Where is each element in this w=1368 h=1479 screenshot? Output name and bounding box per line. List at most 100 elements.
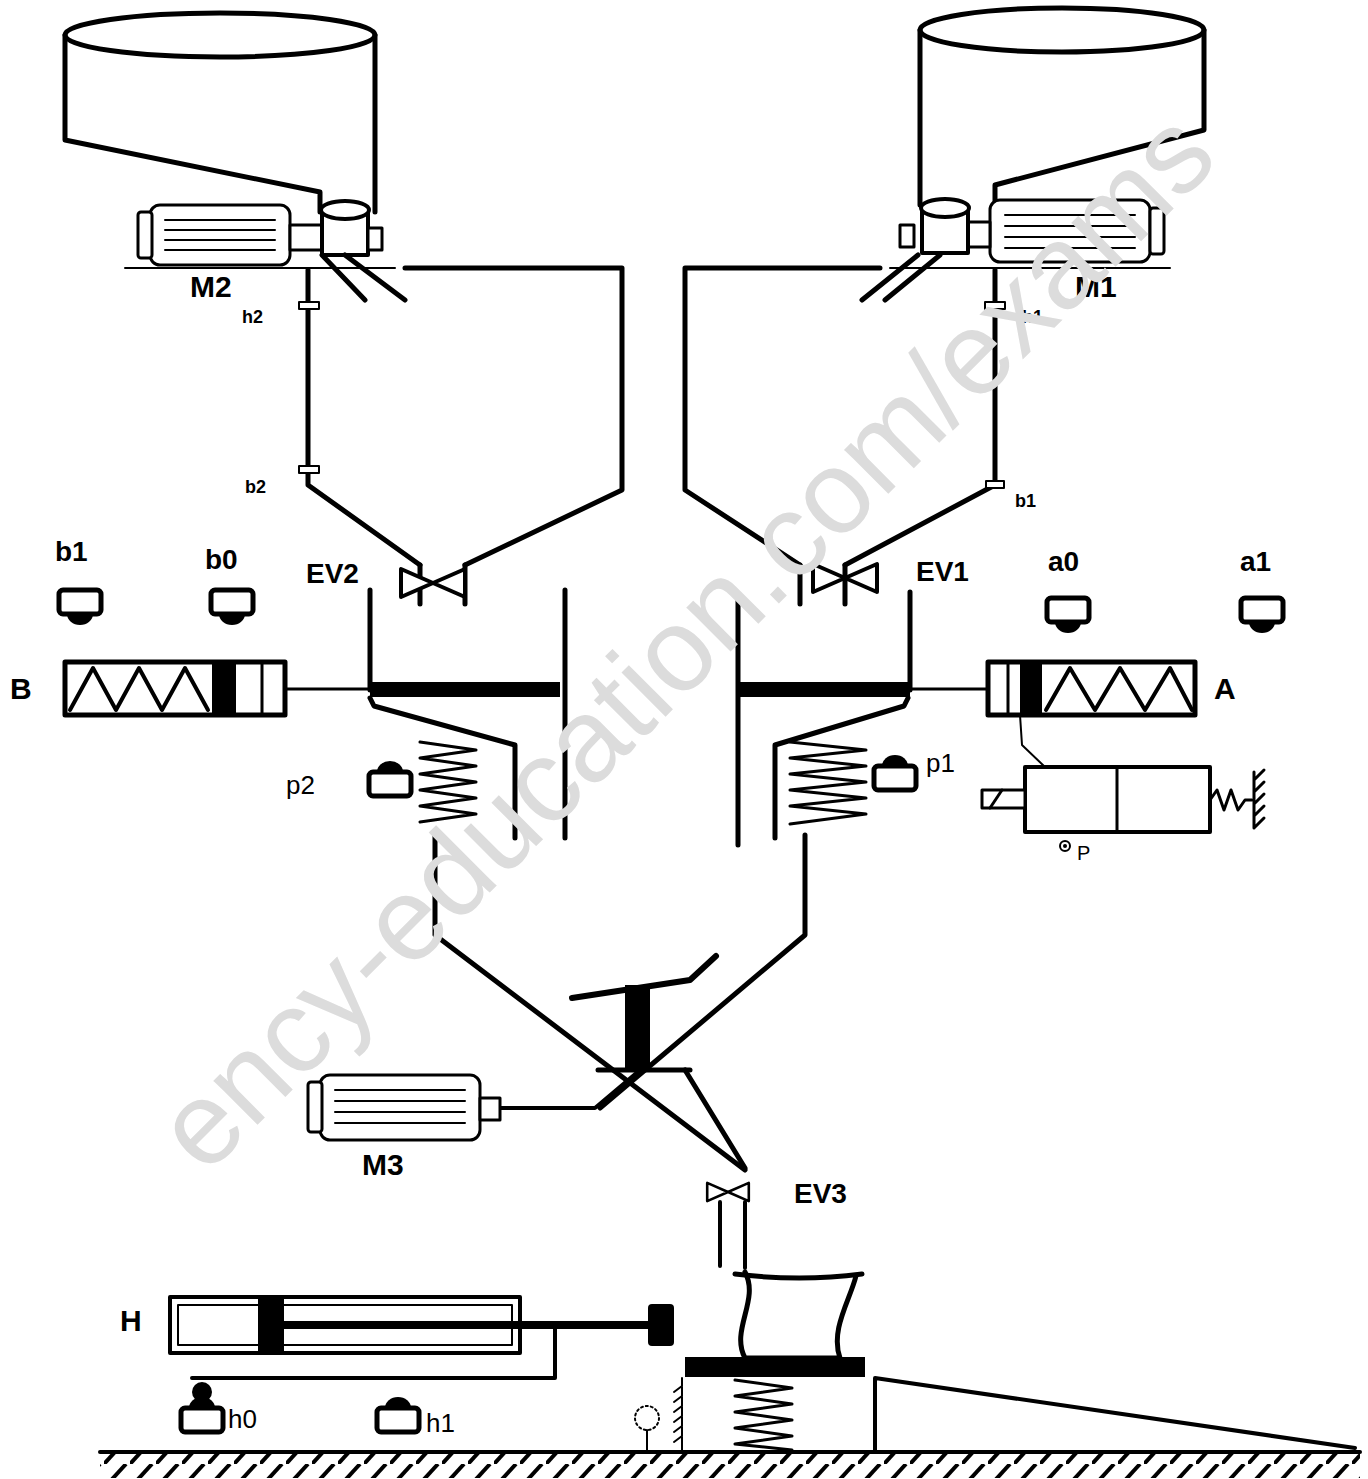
part-label: EV2 [306, 560, 359, 588]
watermark: ency-education.com/exams [135, 90, 1234, 1189]
piston [1020, 662, 1042, 715]
part-label: M1 [1075, 272, 1117, 302]
motor-fins [165, 220, 275, 250]
tank-outlet [321, 201, 369, 219]
chute [862, 255, 940, 300]
piston-rod [285, 688, 370, 691]
motor-body [150, 205, 290, 265]
part-label: h1 [1022, 308, 1043, 326]
distributor-valve [1025, 767, 1210, 832]
motor-cap [138, 212, 152, 258]
sensor-symbol [377, 1397, 419, 1432]
part-label: B [10, 674, 32, 704]
cup [741, 1272, 856, 1358]
part-label: p1 [926, 750, 955, 776]
spring [420, 742, 476, 822]
cylinder-divider [1007, 662, 1010, 715]
platform-spring [735, 1380, 792, 1450]
part-label: h2 [242, 308, 263, 326]
motor-coupling [290, 225, 322, 250]
cylinder-spring [70, 668, 208, 710]
valve-plunger [982, 790, 1025, 808]
valve-divider [1116, 767, 1119, 832]
level-sensor [299, 302, 319, 309]
part-label: P [1077, 843, 1090, 863]
mixer-wall [685, 1070, 745, 1168]
ramp [875, 1378, 1355, 1450]
motor-cap [1150, 208, 1164, 254]
level-sensor [985, 302, 1005, 309]
level-sensor [986, 481, 1004, 488]
drive-link [500, 1070, 640, 1108]
part-label: b1 [55, 538, 88, 566]
sensor-symbol [1047, 598, 1089, 633]
pressure-port-dot [1063, 844, 1067, 848]
part-label: b0 [205, 546, 238, 574]
piston-rod [910, 688, 988, 691]
linework [65, 8, 1360, 1452]
sensor-wire [646, 1430, 648, 1452]
chute [322, 255, 405, 300]
motor-cap [308, 1082, 322, 1132]
ground-line [100, 1450, 1360, 1454]
valve-symbol [813, 564, 877, 592]
outlet-tube [720, 1202, 745, 1268]
motor-base [125, 267, 395, 269]
plunger-mark [990, 790, 1002, 808]
part-label: EV1 [916, 558, 969, 586]
motor-body [320, 1075, 480, 1140]
motor-flange [368, 228, 382, 250]
part-label: b1 [1015, 492, 1036, 510]
cup-rim [735, 1274, 862, 1278]
tank-wall [920, 30, 1204, 205]
piston [258, 1299, 284, 1351]
part-label: a1 [1240, 548, 1271, 576]
tank-wall [65, 35, 375, 212]
sensor-symbol [874, 755, 916, 790]
cam-bar [192, 1325, 555, 1378]
valve-symbol [707, 1183, 749, 1201]
part-label: M3 [362, 1150, 404, 1180]
part-label: a0 [1048, 548, 1079, 576]
piston-rod [284, 1321, 648, 1329]
motor-coupling [480, 1098, 500, 1120]
sensor-symbol [369, 761, 411, 796]
hopper-wall [685, 268, 995, 565]
part-label: EV3 [794, 1180, 847, 1208]
platform-guide [674, 1378, 682, 1450]
presence-sensor [635, 1406, 659, 1430]
ground-hatch [100, 1454, 1360, 1478]
tank-top [65, 13, 375, 57]
tank-outlet [921, 199, 969, 217]
part-label: M2 [190, 272, 232, 302]
weighing-plate [738, 682, 910, 697]
part-label: p2 [286, 772, 315, 798]
sensor-symbol [181, 1397, 223, 1432]
part-label: b2 [245, 478, 266, 496]
part-label: H [120, 1306, 142, 1336]
cylinder-spring [1046, 668, 1192, 710]
sensor-symbol [59, 590, 101, 625]
motor-base [890, 267, 1170, 269]
tank-top [920, 8, 1204, 52]
motor-fins [335, 1090, 465, 1123]
weighing-platform [685, 1357, 865, 1377]
chamber-wall [370, 590, 565, 838]
pressure-port [1060, 841, 1070, 851]
push-pad [648, 1304, 674, 1346]
motor-body [990, 200, 1150, 262]
valve-symbol [401, 569, 465, 597]
chamber-wall [738, 592, 910, 845]
weighing-plate [370, 682, 560, 697]
mixer-wall [435, 835, 745, 1170]
level-sensor [299, 466, 319, 473]
hopper-wall [308, 268, 622, 565]
sensor-symbol [1241, 598, 1283, 633]
sensor-symbol [211, 590, 253, 625]
valve-spring [1210, 790, 1252, 810]
motor-flange [900, 225, 914, 247]
part-label: A [1214, 674, 1236, 704]
pilot-line [1020, 715, 1045, 767]
